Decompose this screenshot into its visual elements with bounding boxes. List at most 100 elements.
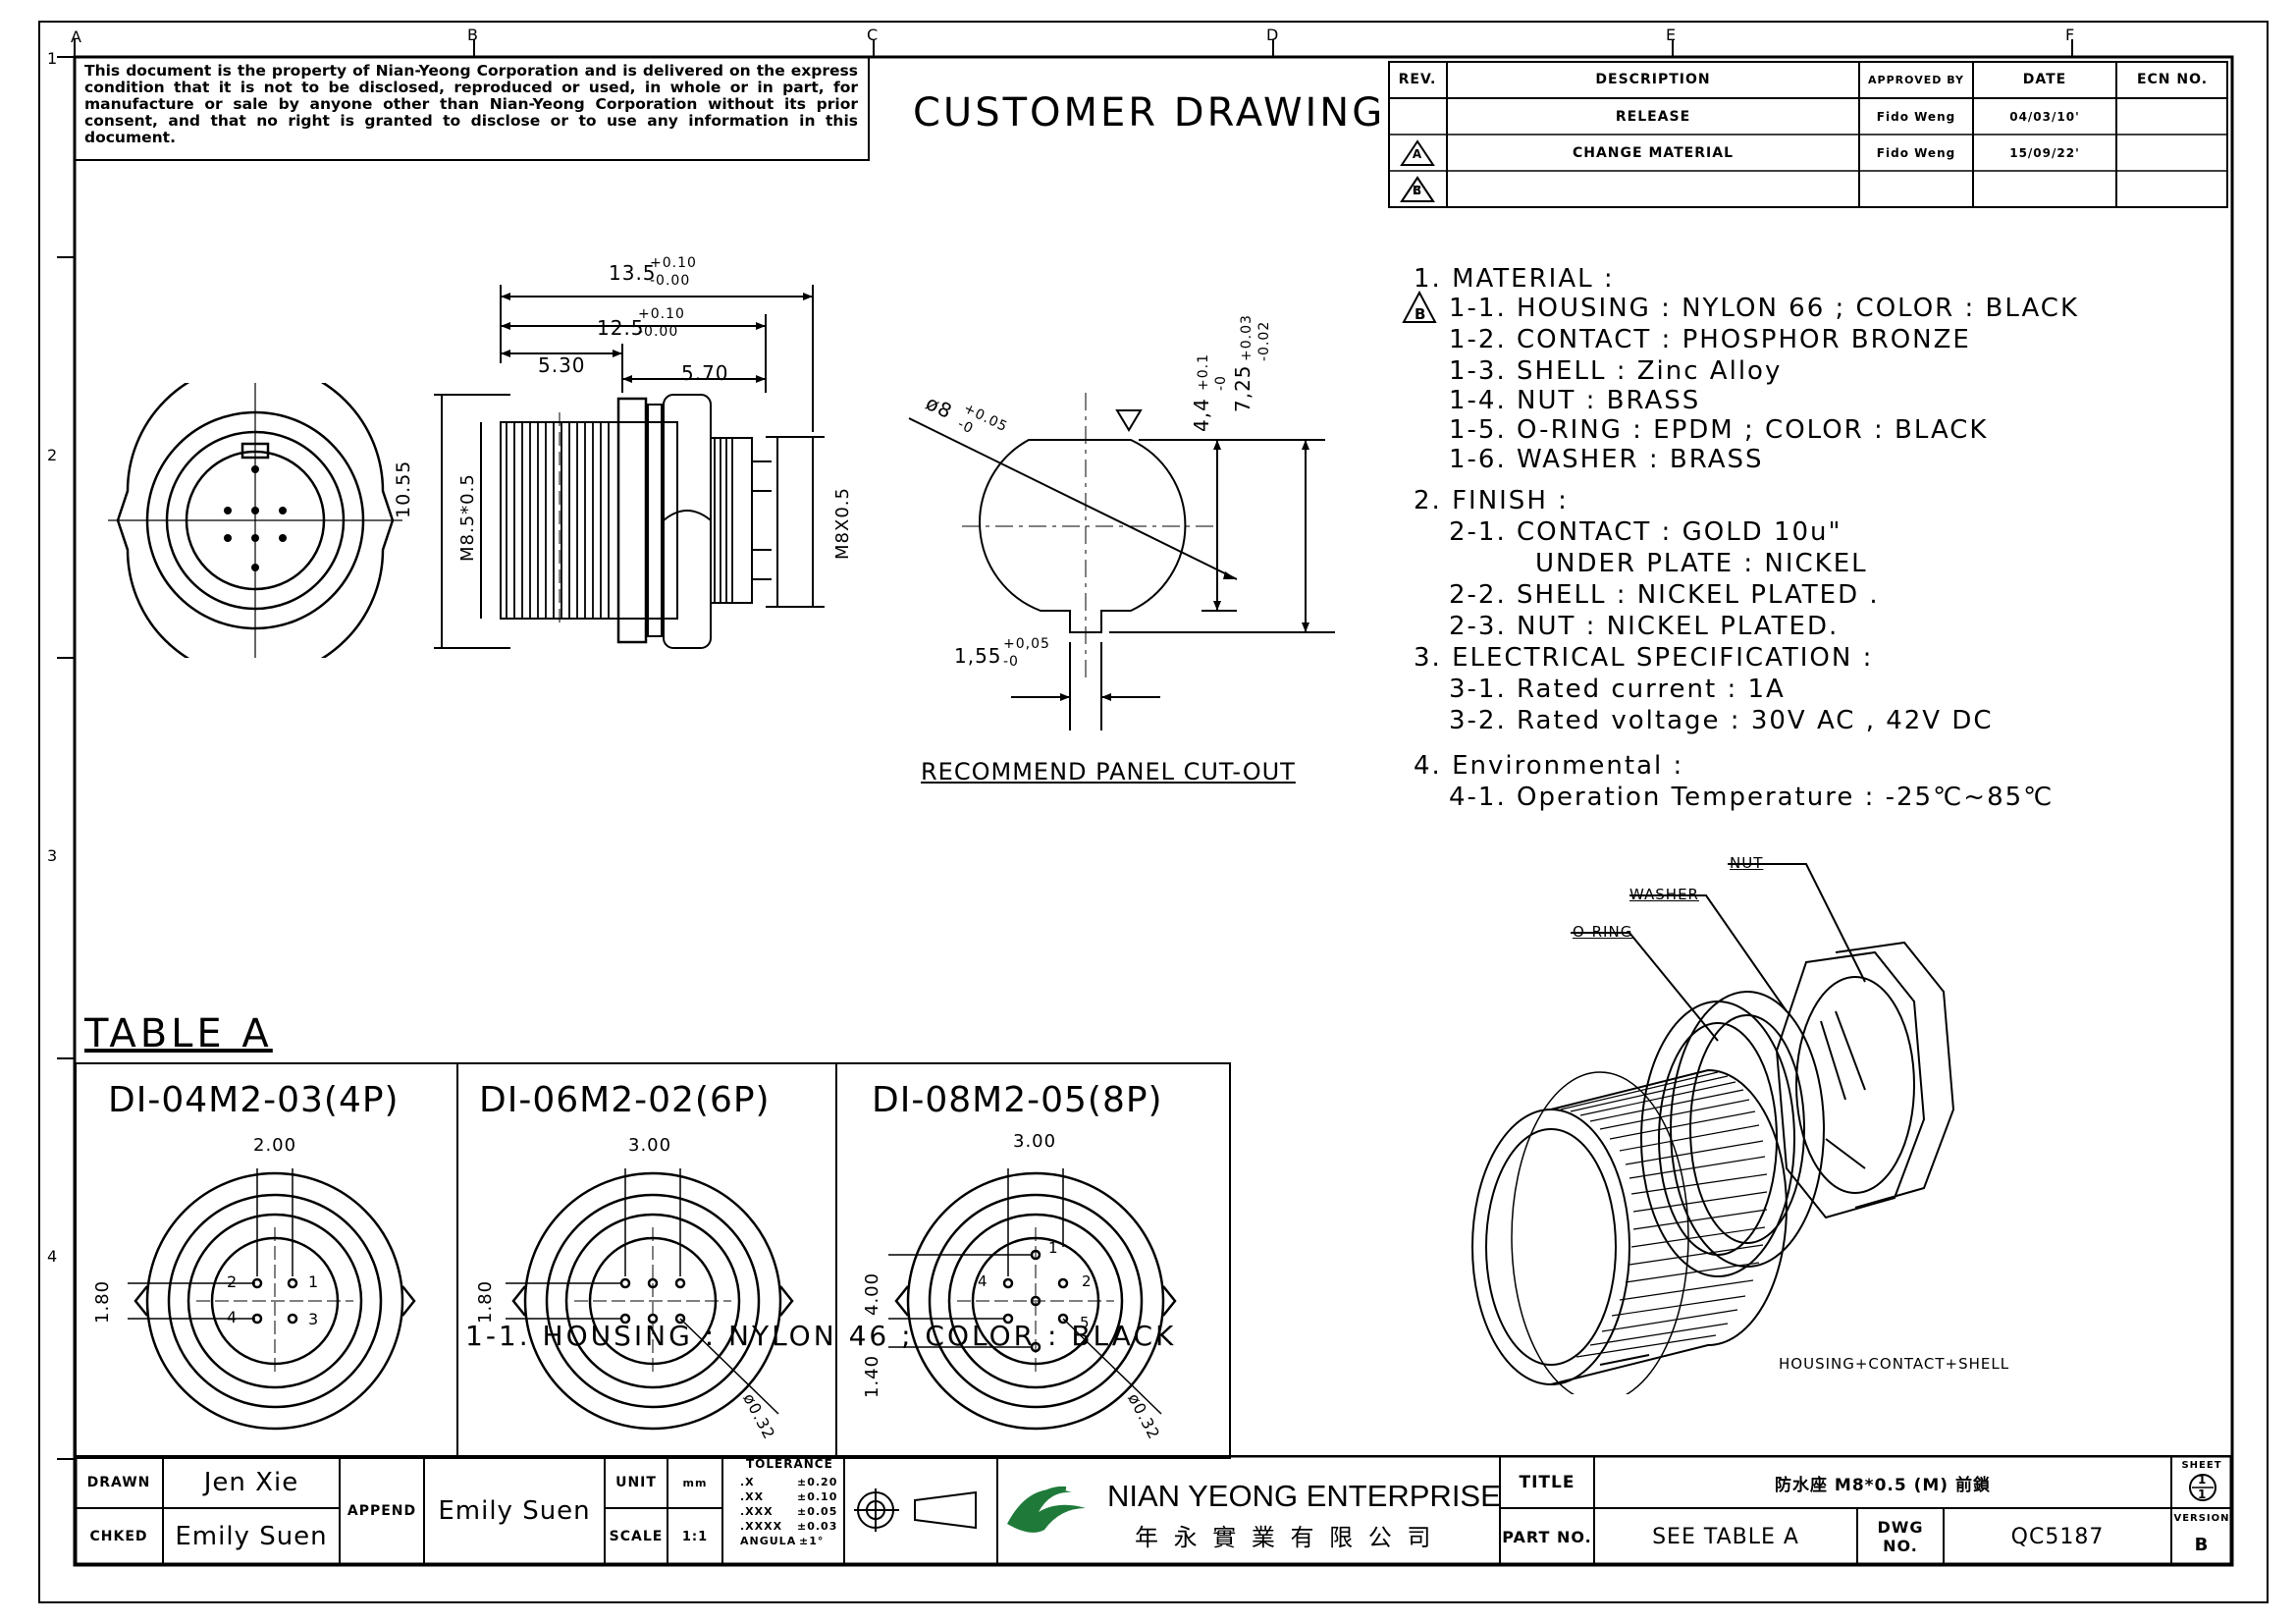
zone-number-3: 3 (47, 846, 59, 865)
dim-overall-tol-plus: +0.10 (650, 255, 697, 271)
note-housing: 1-1. HOUSING : NYLON 66 ; COLOR : BLACK (1449, 294, 2079, 323)
cutout-flat-tol-plus: +0.1 (1196, 353, 1211, 391)
note-contact: 1-2. CONTACT : PHOSPHOR BRONZE (1449, 325, 1971, 354)
cutout-key-tol-plus: +0,05 (1003, 636, 1050, 652)
variant-8p-pin-2: 2 (1082, 1272, 1093, 1290)
cutout-flat-tol-minus: -0 (1213, 375, 1229, 391)
rev-header-rev: REV. (1398, 72, 1437, 87)
tb-append-label: APPEND (347, 1503, 417, 1519)
variant-8p-pitch: 3.00 (1013, 1131, 1057, 1152)
note-oring: 1-5. O-RING : EPDM ; COLOR : BLACK (1449, 415, 1989, 445)
note-nut: 1-4. NUT : BRASS (1449, 386, 1701, 415)
variant-4p-pin-4: 4 (227, 1308, 239, 1326)
tb-tol-key-3: .XXXX (740, 1520, 783, 1533)
dim-rear-thread: M8X0.5 (832, 487, 853, 560)
tb-title-label: TITLE (1519, 1473, 1575, 1492)
rev-row-a-rev: A (1412, 147, 1423, 161)
cutout-total-height: 7,25 (1231, 364, 1255, 412)
tb-sheet-den: 1 (2198, 1488, 2208, 1501)
tb-dwg-label: DWG NO. (1877, 1518, 1924, 1555)
company-name-en: NIAN YEONG ENTERPRISE (1107, 1479, 1501, 1513)
tb-sheet-num: 1 (2198, 1473, 2208, 1487)
variant-8p-pin-5: 5 (1080, 1314, 1091, 1331)
company-name-zh: 年 永 實 業 有 限 公 司 (1135, 1524, 1435, 1551)
variant-8p-vert: 4.00 (862, 1271, 882, 1316)
rev-row-a-approved: Fido Weng (1876, 109, 1956, 124)
dim-height: 10.55 (393, 460, 414, 518)
revision-table-grid (1388, 61, 2228, 208)
variant-6p-name: DI-06M2-02(6P) (479, 1080, 771, 1120)
tb-tol-key-4: ANGULA (740, 1535, 797, 1547)
tb-tol-val-1: ±0.10 (797, 1490, 838, 1503)
rev-row-c-rev: C (1413, 184, 1422, 197)
note-under-plate: UNDER PLATE : NICKEL (1535, 549, 1868, 578)
tb-drawn-label: DRAWN (86, 1475, 151, 1490)
rev-row-b-description: CHANGE MATERIAL (1572, 144, 1734, 161)
cutout-caption: RECOMMEND PANEL CUT-OUT (921, 758, 1296, 785)
note-rated-voltage: 3-2. Rated voltage : 30V AC , 42V DC (1449, 706, 1994, 735)
note-rated-current: 3-1. Rated current : 1A (1449, 675, 1786, 704)
tb-tol-val-0: ±0.20 (797, 1476, 838, 1488)
note-finish: 2. FINISH : (1414, 486, 1569, 515)
table-a-grid (75, 1062, 1231, 1459)
tb-append-name: Emily Suen (438, 1496, 591, 1526)
zone-number-1: 1 (47, 49, 59, 68)
exploded-assembly-view (1471, 863, 1955, 1394)
rev-header-approved: APPROVED BY (1868, 73, 1964, 86)
note-environmental: 4. Environmental : (1414, 751, 1684, 781)
zone-letter-e: E (1666, 26, 1678, 44)
note-shell-finish: 2-2. SHELL : NICKEL PLATED . (1449, 580, 1880, 610)
tb-checked-name: Emily Suen (175, 1522, 328, 1551)
tb-title-value: 防水座 M8*0.5 (M) 前鎖 (1775, 1475, 1991, 1495)
tb-version-label: VERSION (2173, 1512, 2230, 1524)
zone-letter-c: C (867, 26, 880, 44)
tb-part-value: SEE TABLE A (1652, 1524, 1799, 1549)
tb-scale-value: 1:1 (681, 1529, 709, 1544)
tb-checked-label: CHKED (89, 1529, 148, 1544)
variant-4p-pin-2: 2 (227, 1272, 239, 1291)
note-electrical: 3. ELECTRICAL SPECIFICATION : (1414, 643, 1874, 673)
third-angle-projection-icon (854, 1488, 977, 1532)
tb-unit-label: UNIT (615, 1475, 657, 1490)
dim-thread-tol-plus: +0.10 (638, 306, 685, 322)
variant-4p-pitch: 2.00 (253, 1135, 297, 1156)
zone-letter-d: D (1266, 26, 1280, 44)
rev-row-a-description: RELEASE (1615, 108, 1691, 125)
variant-4p-vert: 1.80 (92, 1279, 113, 1324)
dim-thread-spec: M8.5*0.5 (457, 473, 478, 562)
note-contact-finish: 2-1. CONTACT : GOLD 10u" (1449, 517, 1842, 547)
connector-side-view (434, 285, 825, 649)
revision-b-marker-label: B (1415, 305, 1427, 323)
variant-4p-pin-3: 3 (308, 1310, 320, 1328)
variant-8p-face (888, 1168, 1177, 1431)
cutout-key-width: 1,55 (954, 644, 1002, 668)
tb-scale-label: SCALE (609, 1529, 664, 1544)
revision-table: REV. DESCRIPTION APPROVED BY DATE ECN NO… (1388, 61, 2228, 208)
drawing-title: CUSTOMER DRAWING (913, 90, 1386, 135)
variant-8p-pin-1: 1 (1048, 1239, 1059, 1257)
variant-4p-pin-1: 1 (308, 1272, 320, 1291)
rev-row-b-rev: B (1412, 184, 1423, 197)
dim-overall-tol-minus: -0.00 (650, 273, 691, 289)
variant-4p-name: DI-04M2-03(4P) (108, 1080, 400, 1120)
dim-thread-tol-minus: -0.00 (638, 324, 679, 340)
tb-tol-val-3: ±0.03 (797, 1520, 838, 1533)
tb-sheet-label: SHEET (2181, 1459, 2222, 1471)
tb-tol-val-4: ±1° (799, 1535, 825, 1547)
rev-header-date: DATE (2022, 72, 2067, 87)
zone-number-2: 2 (47, 446, 59, 464)
table-a-overlay-note: 1-1. HOUSING : NYLON 46 ; COLOR : BLACK (465, 1320, 1177, 1352)
variant-6p-pitch: 3.00 (628, 1135, 672, 1156)
variant-8p-vert2: 1.40 (862, 1354, 882, 1398)
cutout-total-tol-minus: -0.02 (1256, 320, 1272, 361)
cutout-total-tol-plus: +0.03 (1239, 314, 1255, 361)
dim-overall-length: 13.5 (609, 261, 657, 285)
company-logo-icon (1007, 1486, 1086, 1533)
rev-row-a-date: 04/03/10' (2009, 109, 2080, 124)
variant-8p-name: DI-08M2-05(8P) (872, 1080, 1163, 1120)
tb-drawn-name: Jen Xie (203, 1468, 299, 1497)
variant-6p-face (506, 1168, 794, 1431)
note-shell: 1-3. SHELL : Zinc Alloy (1449, 356, 1783, 386)
tb-unit-value: mm (682, 1476, 708, 1489)
